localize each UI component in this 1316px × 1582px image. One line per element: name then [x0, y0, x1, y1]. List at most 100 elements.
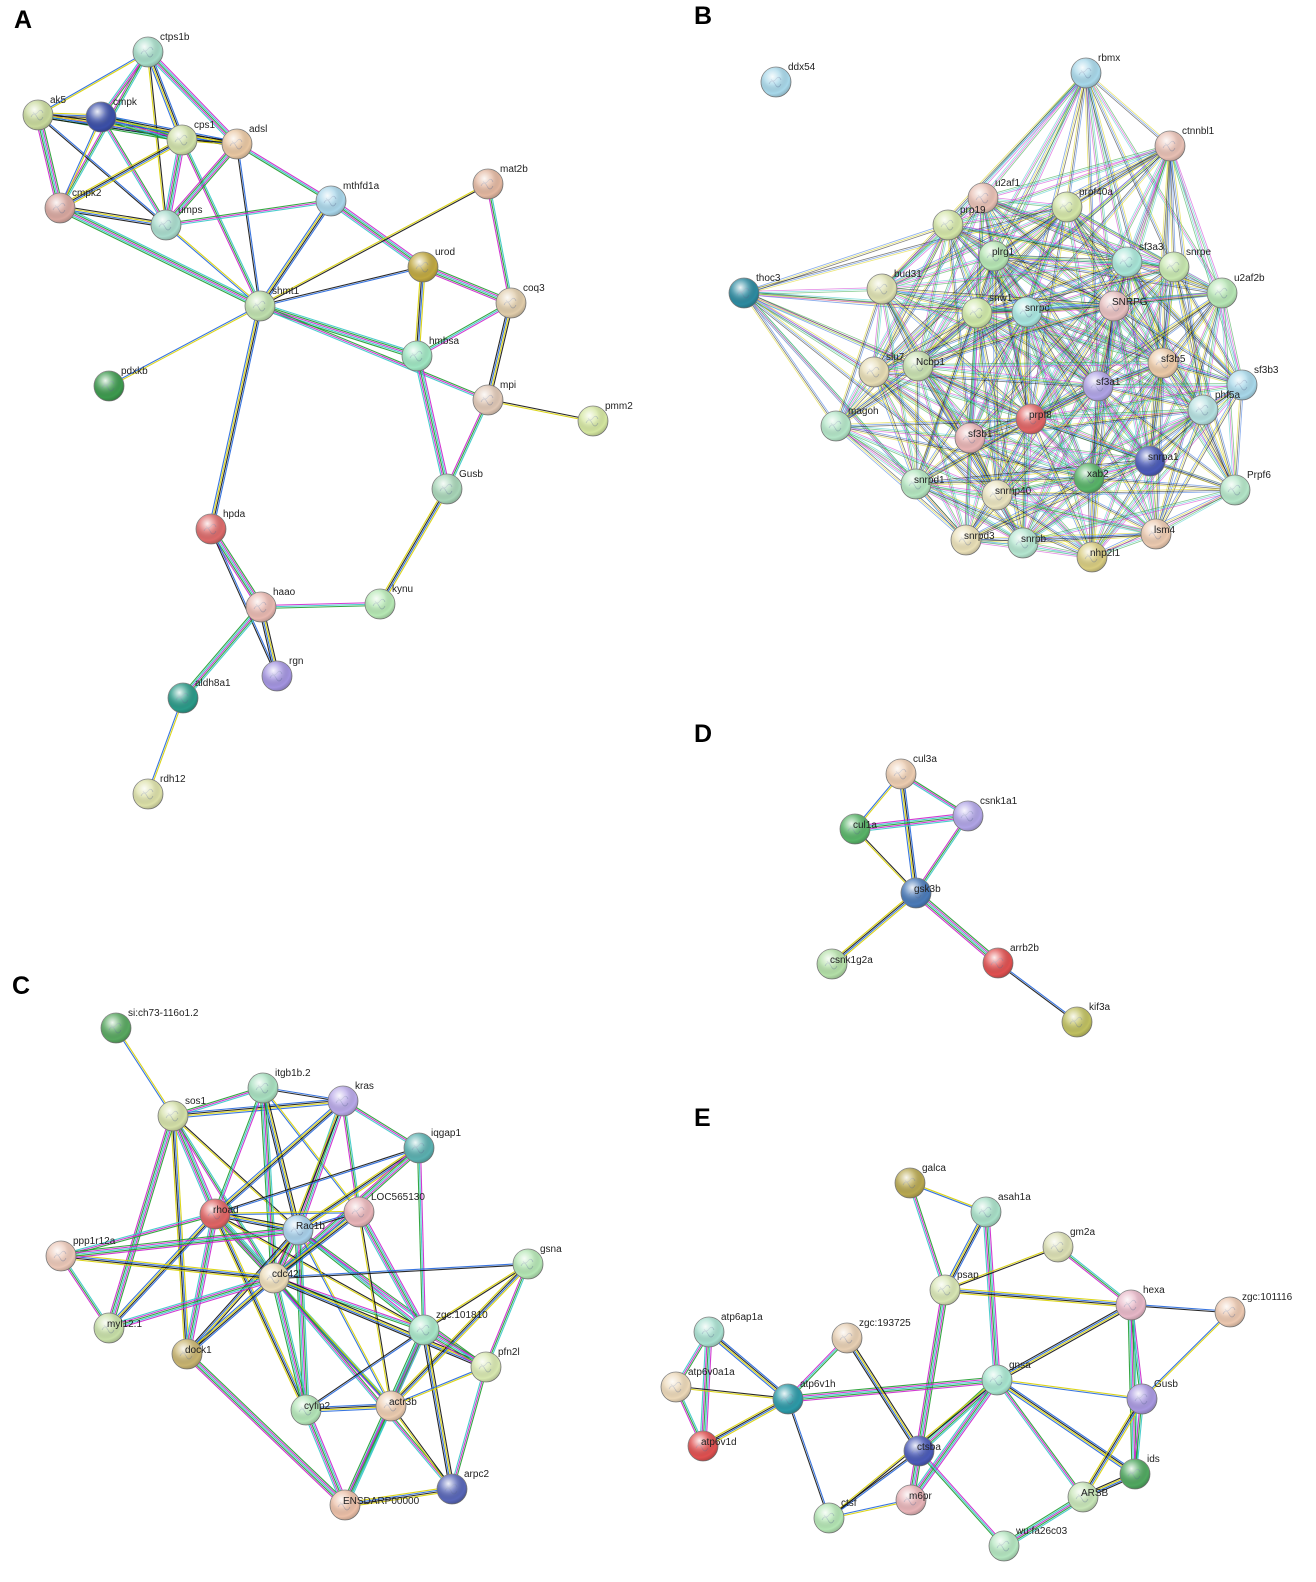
protein-node[interactable]: ak5: [22, 95, 67, 131]
protein-node[interactable]: sf3a1: [1082, 370, 1121, 402]
protein-node[interactable]: m6pr: [895, 1484, 932, 1516]
protein-node[interactable]: atp6v1d: [687, 1430, 737, 1462]
protein-node[interactable]: Ncbp1: [902, 350, 945, 382]
protein-node[interactable]: cmpk2: [44, 188, 102, 224]
protein-node[interactable]: psap: [929, 1270, 979, 1306]
protein-node[interactable]: hpda: [195, 509, 246, 545]
protein-node[interactable]: rdh12: [132, 774, 186, 810]
protein-node[interactable]: u2af2b: [1206, 273, 1265, 309]
protein-node[interactable]: iqgap1: [403, 1128, 461, 1164]
protein-node[interactable]: gsna: [512, 1244, 562, 1280]
protein-node[interactable]: itgb1b.2: [247, 1068, 311, 1104]
protein-node[interactable]: thoc3: [728, 273, 781, 309]
protein-node[interactable]: prpf40a: [1051, 187, 1113, 223]
protein-node[interactable]: pmm2: [577, 401, 633, 437]
protein-node[interactable]: Rac1b: [282, 1214, 325, 1246]
protein-node[interactable]: ddx54: [760, 62, 816, 98]
protein-node[interactable]: dock1: [171, 1338, 212, 1370]
protein-node[interactable]: pdxkb: [93, 366, 148, 402]
protein-node[interactable]: mat2b: [472, 164, 528, 200]
protein-node[interactable]: ARSB: [1067, 1481, 1109, 1513]
protein-node[interactable]: phf5a: [1187, 390, 1240, 426]
protein-node[interactable]: prpf8: [1015, 403, 1052, 435]
protein-node[interactable]: csnk1g2a: [816, 948, 873, 980]
protein-node[interactable]: umps: [150, 205, 202, 241]
protein-node[interactable]: gm2a: [1042, 1227, 1095, 1263]
protein-node[interactable]: bud31: [866, 269, 922, 305]
protein-node[interactable]: SNRPG: [1098, 290, 1148, 322]
protein-node[interactable]: csnk1a1: [952, 796, 1018, 832]
protein-node[interactable]: ctsba: [903, 1435, 941, 1467]
protein-node[interactable]: ctnnbl1: [1154, 126, 1215, 162]
protein-node[interactable]: kif3a: [1061, 1002, 1111, 1038]
protein-node[interactable]: plrg1: [978, 240, 1015, 272]
protein-node[interactable]: aldh8a1: [167, 678, 231, 714]
protein-node[interactable]: zgc:101116: [1214, 1292, 1293, 1328]
protein-node[interactable]: arrb2b: [982, 943, 1039, 979]
protein-node[interactable]: snrpd1: [900, 468, 945, 500]
protein-node[interactable]: actr3b: [375, 1390, 417, 1422]
protein-node[interactable]: adsl: [221, 124, 267, 160]
protein-node[interactable]: snrpc: [1011, 296, 1049, 328]
protein-node[interactable]: cdc42l: [258, 1262, 301, 1294]
protein-node[interactable]: cul3a: [885, 754, 937, 790]
protein-node[interactable]: snrnp40: [981, 479, 1032, 511]
protein-node[interactable]: atp6v0a1a: [660, 1367, 735, 1403]
protein-node[interactable]: sf3b3: [1226, 365, 1279, 401]
protein-node[interactable]: cul1a: [839, 813, 877, 845]
protein-node[interactable]: galca: [894, 1163, 946, 1199]
protein-node[interactable]: mthfd1a: [315, 181, 380, 217]
protein-node[interactable]: hmbsa: [401, 336, 459, 372]
protein-node[interactable]: magoh: [820, 406, 879, 442]
protein-node[interactable]: kras: [327, 1081, 374, 1117]
protein-node[interactable]: zgc:193725: [831, 1318, 911, 1354]
protein-node[interactable]: ids: [1119, 1454, 1160, 1490]
protein-node[interactable]: ctsf: [813, 1498, 857, 1534]
protein-node[interactable]: Gusb: [1126, 1379, 1178, 1415]
protein-node[interactable]: cyfip2: [290, 1394, 331, 1426]
protein-node[interactable]: snw1: [961, 293, 1013, 329]
protein-node[interactable]: atp6v1h: [772, 1379, 836, 1415]
protein-node[interactable]: sf3b1: [954, 422, 993, 454]
protein-node[interactable]: gsk3b: [900, 877, 941, 909]
protein-node[interactable]: mpi: [472, 380, 516, 416]
protein-node[interactable]: Gusb: [431, 469, 483, 505]
protein-node[interactable]: Prpf6: [1219, 470, 1271, 506]
protein-node[interactable]: snrpd3: [950, 524, 995, 556]
protein-node[interactable]: gnsa: [981, 1360, 1031, 1396]
protein-node[interactable]: ctps1b: [132, 32, 190, 68]
protein-node[interactable]: kynu: [364, 584, 413, 620]
protein-node[interactable]: ppp1r12a: [45, 1236, 116, 1272]
protein-node[interactable]: myl12.1: [93, 1312, 142, 1344]
protein-node[interactable]: hexa: [1115, 1285, 1165, 1321]
protein-node[interactable]: wu:fa26c03: [988, 1526, 1068, 1562]
protein-node[interactable]: arpc2: [436, 1469, 489, 1505]
protein-node[interactable]: rbmx: [1070, 53, 1120, 89]
protein-node[interactable]: sf3b5: [1147, 347, 1186, 379]
protein-node[interactable]: LOC565130: [343, 1192, 425, 1228]
protein-node[interactable]: pfn2l: [470, 1347, 520, 1383]
protein-node[interactable]: shmt1: [244, 286, 300, 322]
protein-node[interactable]: urod: [407, 247, 455, 283]
protein-node[interactable]: si:ch73-116o1.2: [100, 1008, 199, 1044]
protein-node[interactable]: asah1a: [970, 1192, 1031, 1228]
protein-node[interactable]: ENSDARP00000: [329, 1489, 420, 1521]
protein-node[interactable]: sos1: [157, 1096, 207, 1132]
protein-node[interactable]: sf3a3: [1111, 242, 1164, 278]
protein-node[interactable]: zgc:101810: [408, 1310, 488, 1346]
protein-node[interactable]: slu7: [858, 352, 905, 388]
protein-node[interactable]: rgn: [261, 656, 303, 692]
protein-node[interactable]: atp6ap1a: [693, 1312, 763, 1348]
protein-node[interactable]: lsm4: [1140, 518, 1176, 550]
protein-node[interactable]: prp19: [932, 205, 986, 241]
protein-node[interactable]: haao: [245, 587, 296, 623]
protein-node[interactable]: snrpb: [1007, 527, 1046, 559]
protein-node[interactable]: u2af1: [967, 178, 1020, 214]
protein-node[interactable]: xab2: [1073, 462, 1109, 494]
protein-node[interactable]: coq3: [495, 283, 545, 319]
protein-node[interactable]: rhoad: [199, 1198, 239, 1230]
protein-node[interactable]: snrpa1: [1134, 445, 1179, 477]
protein-node[interactable]: nhp2l1: [1076, 541, 1120, 573]
protein-node[interactable]: cps1: [166, 120, 216, 156]
protein-node[interactable]: snrpe: [1158, 247, 1211, 283]
